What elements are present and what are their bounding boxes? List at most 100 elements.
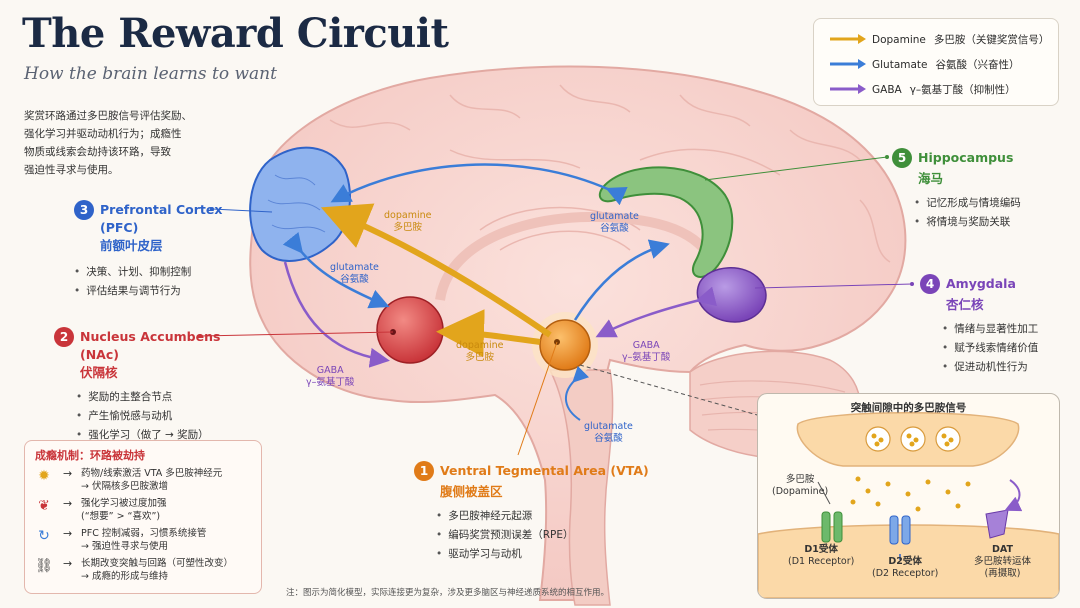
hippocampus-number: 5 <box>892 147 912 168</box>
line: (D2 Receptor) <box>872 568 939 579</box>
label-text: 谷氨酸 <box>340 274 369 285</box>
legend-arrows <box>830 34 866 94</box>
nac-region <box>376 296 444 364</box>
page-title: The Reward Circuit <box>22 10 449 57</box>
gaba-path-amyg-vta <box>595 286 717 338</box>
line: D2受体 <box>888 556 922 567</box>
synapse-illustration <box>758 412 1059 598</box>
legend-dopamine-zh: 多巴胺（关键奖赏信号） <box>933 34 1050 46</box>
pfc-zh: 前额叶皮层 <box>100 237 163 253</box>
legend-glutamate-zh: 谷氨酸（兴奋性） <box>935 59 1020 71</box>
pfc-abbrev: (PFC) <box>100 219 139 235</box>
legend-gaba-en: GABA <box>872 84 902 96</box>
intro-line-3: 物质或线索会劫持该环路，导致 <box>24 146 171 158</box>
addiction-title: 成瘾机制：环路被劫持 <box>35 449 145 462</box>
glutamate-path-hippo-pfc <box>330 163 628 206</box>
sun-icon: ✹ <box>38 468 50 484</box>
line: → 伏隔核多巴胺激增 <box>81 481 168 492</box>
line: DAT <box>992 544 1013 555</box>
intro-line-1: 奖赏环路通过多巴胺信号评估奖励、 <box>24 110 192 122</box>
vta-bullet: 驱动学习与动机 <box>436 546 649 561</box>
legend-item-glutamate: Glutamate 谷氨酸（兴奋性） <box>872 57 1020 72</box>
legend-dopamine-en: Dopamine <box>872 34 926 46</box>
label-text: 谷氨酸 <box>600 223 629 234</box>
amygdala-number: 4 <box>920 273 940 294</box>
line: 多巴胺 <box>785 474 815 485</box>
synapse-inset: 突触间隙中的多巴胺信号 多巴胺(Dopamine) D1受体(D1 Recept… <box>757 393 1060 599</box>
label-text: glutamate <box>330 262 379 273</box>
pfc-name: Prefrontal Cortex <box>100 202 223 217</box>
nac-zh: 伏隔核 <box>80 364 118 380</box>
hippocampus-bullet: 将情境与奖励关联 <box>914 214 1021 229</box>
dopamine-path-nac <box>436 309 541 358</box>
line: 强化学习被过度加强 <box>81 498 167 509</box>
synapse-dopamine-label: 多巴胺(Dopamine) <box>772 474 828 498</box>
d2-label: D2受体(D2 Receptor) <box>872 556 938 580</box>
vta-zh: 腹侧被盖区 <box>440 483 503 499</box>
label-text: 多巴胺 <box>465 352 494 363</box>
vta-name: Ventral Tegmental Area (VTA) <box>440 463 649 478</box>
gaba-path-pfc-nac <box>283 261 390 368</box>
d1-label: D1受体(D1 Receptor) <box>788 544 854 568</box>
pfc-bullet: 评估结果与调节行为 <box>74 283 222 298</box>
line: (D1 Receptor) <box>788 556 855 567</box>
line: → 强迫性寻求与使用 <box>81 541 168 552</box>
legend-item-gaba: GABA γ–氨基丁酸（抑制性） <box>872 82 1016 97</box>
addiction-item-text: 长期改变突触与回路（可塑性改变）→ 成瘾的形成与维持 <box>81 557 233 583</box>
vta-bullet: 多巴胺神经元起源 <box>436 508 649 523</box>
label-text: GABA <box>316 365 344 376</box>
amygdala-bullet: 情绪与显著性加工 <box>942 321 1038 336</box>
addiction-item-text: PFC 控制减弱，习惯系统接管→ 强迫性寻求与使用 <box>81 527 206 553</box>
nac-bullet: 产生愉悦感与动机 <box>76 408 220 423</box>
synapse-title: 突触间隙中的多巴胺信号 <box>850 402 967 414</box>
footnote: 注：图示为简化模型，实际连接更为复杂，涉及更多脑区与神经递质系统的相互作用。 <box>286 588 610 598</box>
glutamate-path-vta-hippo <box>573 239 670 321</box>
dat-transporter-icon <box>985 509 1009 539</box>
brain-icon: ❦ <box>38 498 50 514</box>
line: 长期改变突触与回路（可塑性改变） <box>81 558 234 569</box>
label-text: 多巴胺 <box>393 222 422 233</box>
intro-line-2: 强化学习并驱动动机行为；成瘾性 <box>24 128 182 140</box>
label-text: γ–氨基丁酸 <box>622 352 671 363</box>
hippocampus-name: Hippocampus <box>918 150 1014 165</box>
hippocampus-zh: 海马 <box>918 170 944 186</box>
d1-receptor-icon <box>821 511 843 543</box>
amygdala-bullet: 赋予线索情绪价值 <box>942 340 1038 355</box>
label-text: glutamate <box>590 211 639 222</box>
line: 多巴胺转运体 <box>974 556 1032 567</box>
vta-label-block: 1 Ventral Tegmental Area (VTA) 腹侧被盖区 多巴胺神… <box>414 460 649 561</box>
legend-gaba-zh: γ–氨基丁酸（抑制性） <box>909 84 1016 96</box>
glutamate-path-vta-loop <box>565 365 590 421</box>
pfc-bullet: 决策、计划、抑制控制 <box>74 264 222 279</box>
line: 药物/线索激活 VTA 多巴胺神经元 <box>81 468 223 479</box>
vta-number: 1 <box>414 460 434 481</box>
intro-line-4: 强迫性寻求与使用。 <box>24 164 119 176</box>
line: D1受体 <box>804 544 838 555</box>
page-subtitle: How the brain learns to want <box>24 64 277 84</box>
addiction-item-text: 药物/线索激活 VTA 多巴胺神经元 → 伏隔核多巴胺激增 <box>81 467 222 493</box>
nac-abbrev: (NAc) <box>80 346 119 362</box>
label-text: 谷氨酸 <box>594 433 623 444</box>
amygdala-bullet: 促进动机性行为 <box>942 359 1038 374</box>
legend-glutamate-en: Glutamate <box>872 59 928 71</box>
addiction-box: 成瘾机制：环路被劫持 ✹ → 药物/线索激活 VTA 多巴胺神经元 → 伏隔核多巴胺… <box>24 440 262 594</box>
amygdala-name: Amygdala <box>946 276 1016 291</box>
glutamate-path-pfc-nac <box>282 232 390 309</box>
d2-receptor-icon <box>889 515 911 545</box>
cycle-icon: ↻ <box>38 528 50 544</box>
legend: Dopamine 多巴胺（关键奖赏信号） Glutamate 谷氨酸（兴奋性） GA… <box>813 18 1059 106</box>
line: (再摄取) <box>984 568 1021 579</box>
nac-number: 2 <box>54 326 74 347</box>
arrow-icon: → <box>63 527 73 540</box>
